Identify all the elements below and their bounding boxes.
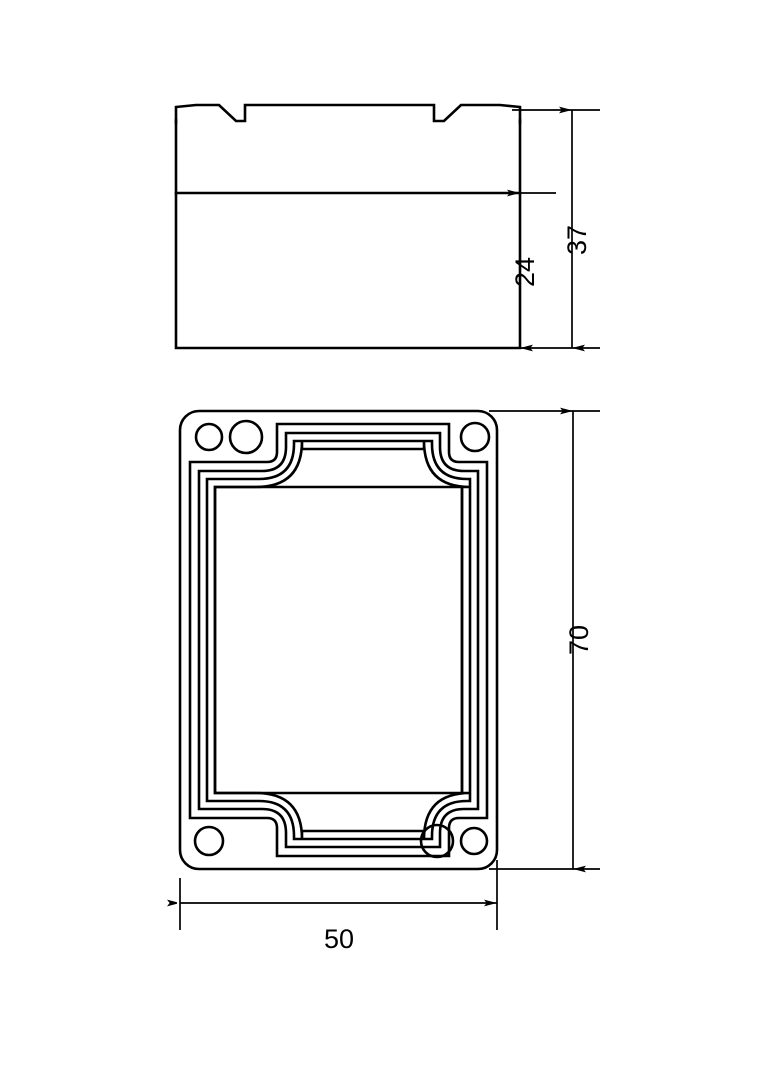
plan-boss-band-outline xyxy=(188,422,489,858)
dim-label-height-total: 37 xyxy=(562,225,592,255)
plan-outer-shell xyxy=(178,409,499,871)
mounting-hole-bottom-right-outer xyxy=(459,826,489,856)
plan-cavity-contour-inner xyxy=(213,440,471,840)
dim-label-height-body: 24 xyxy=(510,257,540,287)
plan-cavity-floor xyxy=(213,485,464,795)
mounting-hole-bottom-left xyxy=(193,825,225,857)
elevation-body-outline xyxy=(174,118,522,350)
plan-recess-contour-outer xyxy=(197,431,480,849)
dimension-layer xyxy=(180,106,600,930)
dim-label-width: 50 xyxy=(324,924,354,954)
front-elevation-view xyxy=(174,103,522,350)
top-plan-view xyxy=(178,409,499,871)
plan-recess-contour-middle xyxy=(205,439,472,841)
mounting-hole-top-right xyxy=(459,421,491,453)
dim-label-length: 70 xyxy=(564,625,594,655)
dimension-labels: 37 24 70 50 xyxy=(324,225,594,954)
mounting-hole-top-left-inner xyxy=(228,419,264,455)
mounting-hole-top-left-outer xyxy=(194,422,224,452)
elevation-lid-profile xyxy=(174,103,522,125)
mounting-hole-bottom-right-inner xyxy=(419,823,455,859)
